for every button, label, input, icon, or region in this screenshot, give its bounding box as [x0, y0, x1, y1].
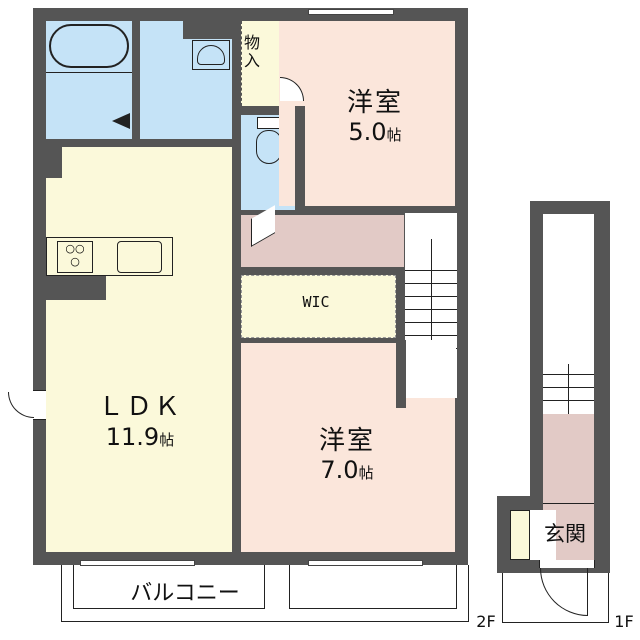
kitchen-counter: ○○○	[46, 237, 173, 276]
balcony-inner-right	[289, 565, 457, 609]
stair-corner-wall	[396, 340, 406, 408]
ldk-name: ＬＤＫ	[97, 392, 182, 422]
bathtub-icon	[49, 24, 129, 68]
balcony	[61, 565, 469, 622]
bath-door-icon	[112, 113, 130, 129]
toilet-tank-icon	[257, 117, 281, 129]
entry-step-line	[543, 503, 594, 504]
window-north	[308, 9, 394, 15]
window-bedroom-south	[308, 560, 423, 566]
entrance-area	[502, 573, 609, 623]
washroom-notch	[183, 21, 232, 39]
stair-1f	[543, 214, 594, 414]
wall-toilet-bedroom	[295, 106, 305, 206]
walk-in-closet	[241, 275, 396, 338]
floor-label-1f: 1F	[614, 612, 634, 631]
bedroom-south-name: 洋室	[318, 426, 375, 456]
storage-label: 物入	[244, 33, 261, 70]
bathroom	[46, 21, 132, 139]
bedroom-south-size: 7.0帖	[320, 456, 374, 484]
floor-label-2f: 2F	[476, 612, 496, 631]
wic-label: WIC	[302, 293, 330, 311]
stove-icon: ○○○	[57, 241, 93, 273]
bedroom-north-size: 5.0帖	[348, 118, 402, 146]
bedroom-north-name: 洋室	[346, 88, 403, 118]
bedroom-north-ext	[305, 21, 455, 206]
sink-icon	[117, 241, 162, 273]
entrance-door[interactable]	[539, 560, 595, 568]
cabinet-door[interactable]	[530, 510, 556, 560]
ldk-corner	[46, 147, 62, 178]
storage-closet	[241, 21, 279, 106]
ldk-door[interactable]	[33, 390, 46, 420]
stair-lower	[406, 340, 456, 398]
balcony-inner-left	[73, 565, 265, 609]
window-ldk-south	[80, 560, 195, 566]
ldk-door-swing-icon	[8, 392, 34, 418]
ldk	[46, 147, 232, 552]
bathtub-edge	[46, 72, 132, 73]
washbasin-icon	[192, 40, 230, 70]
shoe-cabinet	[510, 510, 530, 560]
ldk-size: 11.9帖	[105, 423, 175, 451]
balcony-label: バルコニー	[130, 581, 240, 606]
kitchen-wall	[46, 276, 106, 300]
entrance-label: 玄関	[544, 522, 586, 546]
